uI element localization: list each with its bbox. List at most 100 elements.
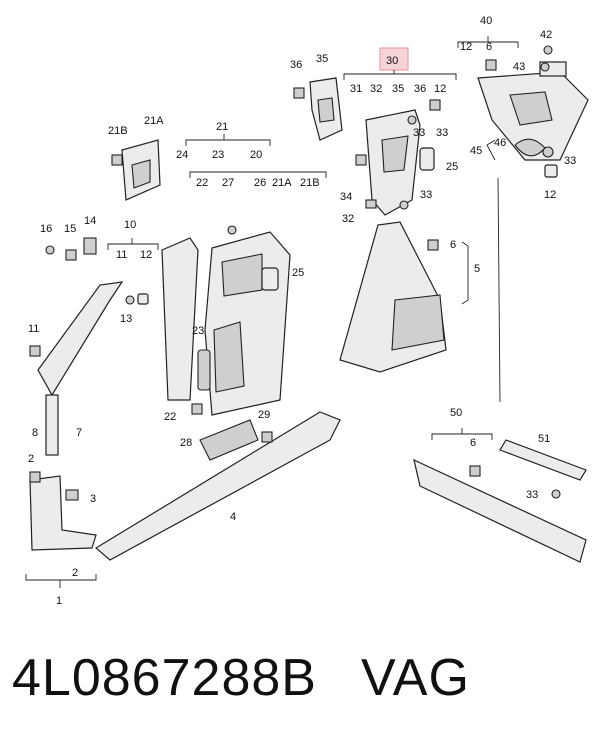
pillar-trim-24 xyxy=(161,237,199,401)
callout-43-top: 43 xyxy=(513,61,525,73)
callout-33-a: 33 xyxy=(413,127,425,139)
clip-22-b xyxy=(191,403,203,415)
callout-11-b: 11 xyxy=(28,323,39,335)
callout-22-b: 22 xyxy=(164,411,176,423)
callout-3: 3 xyxy=(90,493,96,505)
clip-32-b xyxy=(365,199,377,209)
group-30 xyxy=(343,47,457,216)
callout-6-b: 6 xyxy=(450,239,456,251)
screw-16 xyxy=(45,245,55,255)
callout-11-a: 11 xyxy=(116,249,127,261)
callout-34: 34 xyxy=(340,191,352,203)
callout-14: 14 xyxy=(84,215,96,227)
callout-26: 26 xyxy=(254,177,266,189)
group-40 xyxy=(457,36,589,178)
callout-27: 27 xyxy=(222,177,234,189)
callout-5: 5 xyxy=(474,263,480,275)
clip-2-a xyxy=(29,471,41,483)
clip-12-right xyxy=(544,164,558,178)
screw-33-e xyxy=(551,489,561,499)
callout-24: 24 xyxy=(176,149,188,161)
clip-3 xyxy=(65,489,79,501)
cover-25-top xyxy=(419,147,435,171)
clip-6-top xyxy=(485,59,497,71)
callout-1: 1 xyxy=(56,595,62,607)
clip-6-b xyxy=(427,239,439,251)
callout-23-top: 23 xyxy=(212,149,224,161)
strip-23 xyxy=(197,349,211,391)
cover-21a-top-inner xyxy=(131,159,151,189)
callout-10: 10 xyxy=(124,219,136,231)
callout-15: 15 xyxy=(64,223,76,235)
callout-21a-mid: 21A xyxy=(272,177,292,189)
screw-43-top xyxy=(540,62,550,72)
callout-2-a: 2 xyxy=(28,453,34,465)
group-1 xyxy=(25,345,97,588)
callout-40: 40 xyxy=(480,15,492,27)
callout-25-top: 25 xyxy=(446,161,458,173)
callout-23: 23 xyxy=(192,325,204,337)
callout-51: 51 xyxy=(538,433,550,445)
bracket-40-inner xyxy=(509,91,553,126)
clip-29 xyxy=(261,431,273,443)
callout-31: 31 xyxy=(350,83,362,95)
callout-25-mid: 25 xyxy=(292,267,304,279)
callout-6-c: 6 xyxy=(470,437,476,449)
pillar-trim-5-lower xyxy=(391,294,445,351)
callout-21b-top: 21B xyxy=(108,125,128,137)
callout-29: 29 xyxy=(258,409,270,421)
screw-46 xyxy=(542,146,554,158)
group-35-36 xyxy=(293,77,343,141)
group-5 xyxy=(339,221,469,373)
nut-42 xyxy=(543,45,553,55)
part-number: 4L0867288B xyxy=(12,649,317,707)
group-4 xyxy=(94,411,341,561)
callout-33-c: 33 xyxy=(420,189,432,201)
a-pillar-trim-10 xyxy=(37,281,124,397)
screw-33-b xyxy=(399,200,409,210)
callout-16: 16 xyxy=(40,223,52,235)
callout-7: 7 xyxy=(76,427,82,439)
screw-33-a xyxy=(407,115,417,125)
callout-35-left: 35 xyxy=(316,53,328,65)
callout-21b-mid: 21B xyxy=(300,177,320,189)
sill-panel-4 xyxy=(94,411,341,561)
callouts: 40 12 6 42 43 36 35 30 31 32 35 36 12 33… xyxy=(28,15,576,607)
callout-42: 42 xyxy=(540,29,552,41)
pillar-trim-30-window xyxy=(381,135,409,173)
clip-21b-top xyxy=(111,154,123,166)
part-8 xyxy=(45,394,59,456)
cover-25-mid xyxy=(261,267,279,291)
group-10 xyxy=(37,237,159,397)
callout-50: 50 xyxy=(450,407,462,419)
callout-12-top: 12 xyxy=(460,41,472,53)
parts-diagram: 40 12 6 42 43 36 35 30 31 32 35 36 12 33… xyxy=(25,15,589,607)
trim-35-inner xyxy=(317,97,335,123)
callout-33-d: 33 xyxy=(564,155,576,167)
callout-8: 8 xyxy=(32,427,38,439)
callout-21a-top: 21A xyxy=(144,115,164,127)
screw-13 xyxy=(125,295,135,305)
callout-2-b: 2 xyxy=(72,567,78,579)
callout-33-e: 33 xyxy=(526,489,538,501)
group-21 xyxy=(111,134,327,416)
group-50 xyxy=(413,177,587,563)
callout-21: 21 xyxy=(216,121,228,133)
clip-6-c xyxy=(469,465,481,477)
callout-30: 30 xyxy=(386,55,398,67)
callout-32-top: 32 xyxy=(370,83,382,95)
rear-sill-50 xyxy=(413,458,587,563)
callout-28: 28 xyxy=(180,437,192,449)
clip-31 xyxy=(355,154,367,166)
callout-33-b: 33 xyxy=(436,127,448,139)
callout-20: 20 xyxy=(250,149,262,161)
bracket-28 xyxy=(199,419,259,461)
callout-13: 13 xyxy=(120,313,132,325)
callout-46: 46 xyxy=(494,137,506,149)
callout-45: 45 xyxy=(470,145,482,157)
callout-32-b: 32 xyxy=(342,213,354,225)
brand-name: VAG xyxy=(360,649,470,707)
clip-15 xyxy=(65,249,77,261)
clip-12-b xyxy=(429,99,441,111)
part-number-caption: 4L0867288B VAG xyxy=(12,648,592,718)
